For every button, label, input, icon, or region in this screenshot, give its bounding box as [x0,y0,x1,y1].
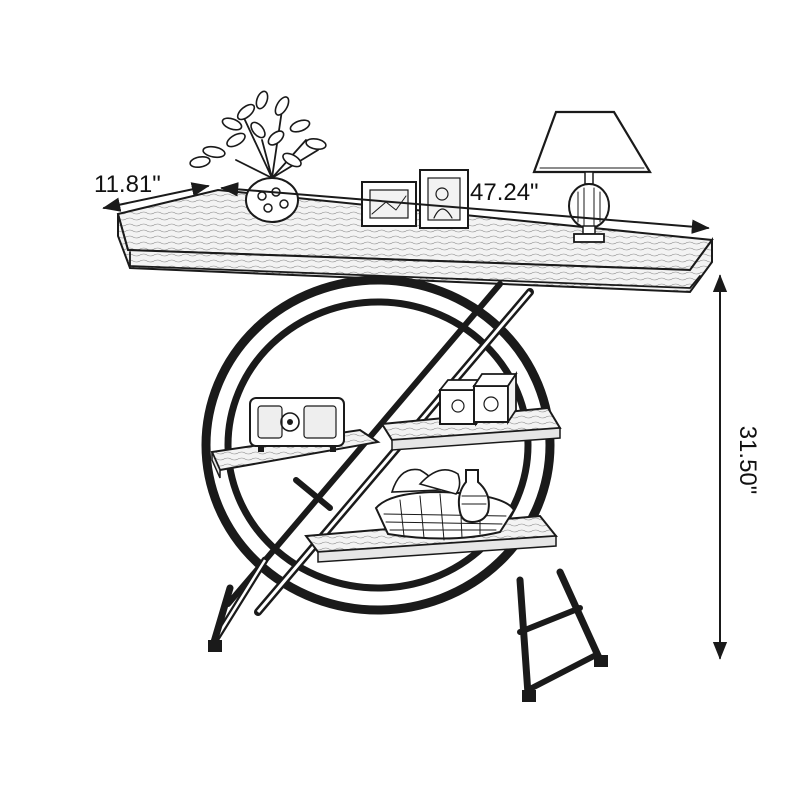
width-dimension: 47.24" [220,179,710,234]
vase-icon [457,469,490,524]
height-dimension: 31.50" [712,274,761,660]
width-label: 47.24" [470,179,539,206]
radio-icon [249,397,345,452]
depth-dimension: 11.81" [94,171,210,212]
depth-label: 11.81" [94,171,161,198]
basket-icon [374,468,516,541]
height-label: 31.50" [734,426,761,495]
picture-frame-icon [361,169,469,229]
storage-box-icon [438,371,518,427]
